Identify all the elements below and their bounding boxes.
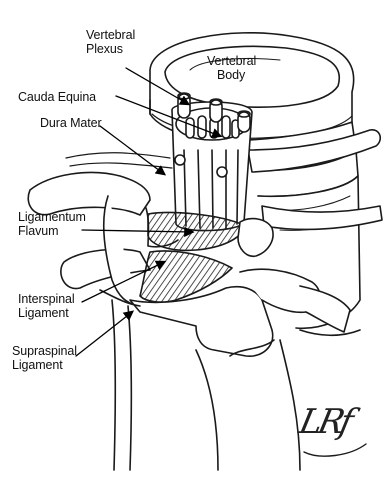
label-vertebral-plexus: Vertebral Plexus <box>86 28 135 56</box>
supraspinal-ligament <box>100 290 140 470</box>
label-cauda-equina: Cauda Equina <box>18 90 96 104</box>
label-interspinal-ligament: Interspinal Ligament <box>18 292 75 320</box>
label-ligamentum-flavum: Ligamentum Flavum <box>18 210 86 238</box>
artist-signature: LRf <box>296 402 353 442</box>
label-dura-mater: Dura Mater <box>40 116 102 130</box>
lamina-left <box>28 172 150 306</box>
signature-stroke <box>304 444 366 456</box>
label-supraspinal-ligament: Supraspinal Ligament <box>12 344 77 372</box>
label-vertebral-body: Vertebral Body <box>207 54 256 82</box>
nerve-fibers-left <box>66 153 172 168</box>
